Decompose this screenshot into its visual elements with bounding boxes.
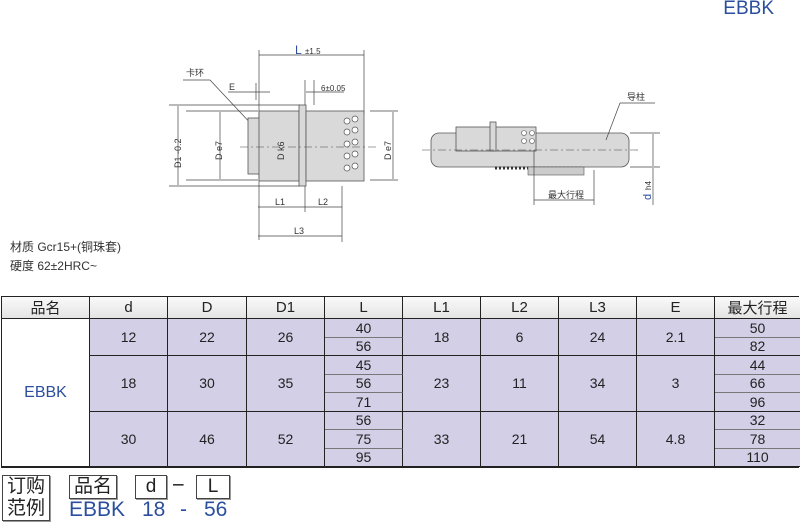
dim-L2: L2 <box>318 197 328 207</box>
cell-e: 4.8 <box>637 411 715 467</box>
cell-l1: 33 <box>403 411 481 467</box>
dim-E: E <box>229 82 235 92</box>
cell-l: 71 <box>325 393 403 412</box>
cell-e: 2.1 <box>637 319 715 356</box>
column-header: L1 <box>403 297 481 319</box>
dim-d: d <box>642 194 654 200</box>
cell-l1: 18 <box>403 319 481 356</box>
cell-max-stroke: 44 <box>715 356 800 375</box>
cell-d: 12 <box>90 319 168 356</box>
cell-max-stroke: 78 <box>715 430 800 449</box>
cell-d: 18 <box>90 356 168 412</box>
technical-drawing: L ±1.5 卡环 E 6±0.05 D1 -0.2 D e7 D k6 D e… <box>169 43 660 242</box>
column-header: 最大行程 <box>715 297 800 319</box>
dim-h4: h4 <box>644 181 653 190</box>
example-d: 18 <box>142 498 166 521</box>
box-L: L <box>196 475 230 499</box>
example-separator: - <box>180 498 187 521</box>
cell-max-stroke: 50 <box>715 319 800 338</box>
cell-d1: 52 <box>247 411 325 467</box>
column-header: L2 <box>481 297 559 319</box>
cell-l2: 6 <box>481 319 559 356</box>
column-header: 品名 <box>2 297 90 319</box>
cell-d1: 26 <box>247 319 325 356</box>
order-label: 订购 <box>6 476 45 497</box>
dim-De7-right: D e7 <box>383 141 393 160</box>
cell-l3: 24 <box>559 319 637 356</box>
label-guide-post: 导柱 <box>627 91 645 102</box>
order-example-label: 订购 范例 <box>2 475 50 521</box>
cell-l: 56 <box>325 411 403 430</box>
order-dash: – <box>173 474 184 495</box>
label-snap-ring: 卡环 <box>186 67 204 78</box>
product-name-cell: EBBK <box>2 319 90 467</box>
cell-l1: 23 <box>403 356 481 412</box>
cell-l: 75 <box>325 430 403 449</box>
material-text: 材质 Gcr15+(铜珠套) <box>10 240 122 254</box>
cell-max-stroke: 66 <box>715 374 800 393</box>
dim-L3: L3 <box>294 226 304 236</box>
cell-l: 95 <box>325 448 403 467</box>
column-header: d <box>90 297 168 319</box>
cell-l2: 11 <box>481 356 559 412</box>
dim-6: 6±0.05 <box>321 84 346 93</box>
dim-L-tolerance: ±1.5 <box>305 47 321 56</box>
box-d: d <box>135 475 167 499</box>
cell-max-stroke: 32 <box>715 411 800 430</box>
cell-max-stroke: 110 <box>715 448 800 467</box>
cell-d1: 35 <box>247 356 325 412</box>
hardness-text: 硬度 62±2HRC~ <box>10 259 97 273</box>
cell-l: 45 <box>325 356 403 375</box>
column-header: E <box>637 297 715 319</box>
cell-l: 40 <box>325 319 403 338</box>
cell-d: 30 <box>168 356 247 412</box>
box-product-name: 品名 <box>69 475 117 499</box>
cell-d: 22 <box>168 319 247 356</box>
cell-e: 3 <box>637 356 715 412</box>
column-header: D1 <box>247 297 325 319</box>
product-code-title: EBBK <box>723 0 774 19</box>
column-header: D <box>168 297 247 319</box>
cell-l: 56 <box>325 337 403 356</box>
cell-l3: 34 <box>559 356 637 412</box>
dim-D1: D1 -0.2 <box>173 138 183 168</box>
cell-max-stroke: 82 <box>715 337 800 356</box>
cell-l3: 54 <box>559 411 637 467</box>
cell-d: 30 <box>90 411 168 467</box>
example-L: 56 <box>204 498 228 521</box>
label-max-stroke: 最大行程 <box>548 189 584 200</box>
dim-L1: L1 <box>275 197 285 207</box>
cell-d: 46 <box>168 411 247 467</box>
cell-max-stroke: 96 <box>715 393 800 412</box>
example-label: 范例 <box>6 498 45 519</box>
cell-l2: 21 <box>481 411 559 467</box>
dim-L: L <box>295 43 302 57</box>
cell-l: 56 <box>325 374 403 393</box>
dim-Dk6: D k6 <box>276 141 286 160</box>
example-name: EBBK <box>69 498 126 521</box>
column-header: L <box>325 297 403 319</box>
dim-De7: D e7 <box>214 141 224 160</box>
column-header: L3 <box>559 297 637 319</box>
